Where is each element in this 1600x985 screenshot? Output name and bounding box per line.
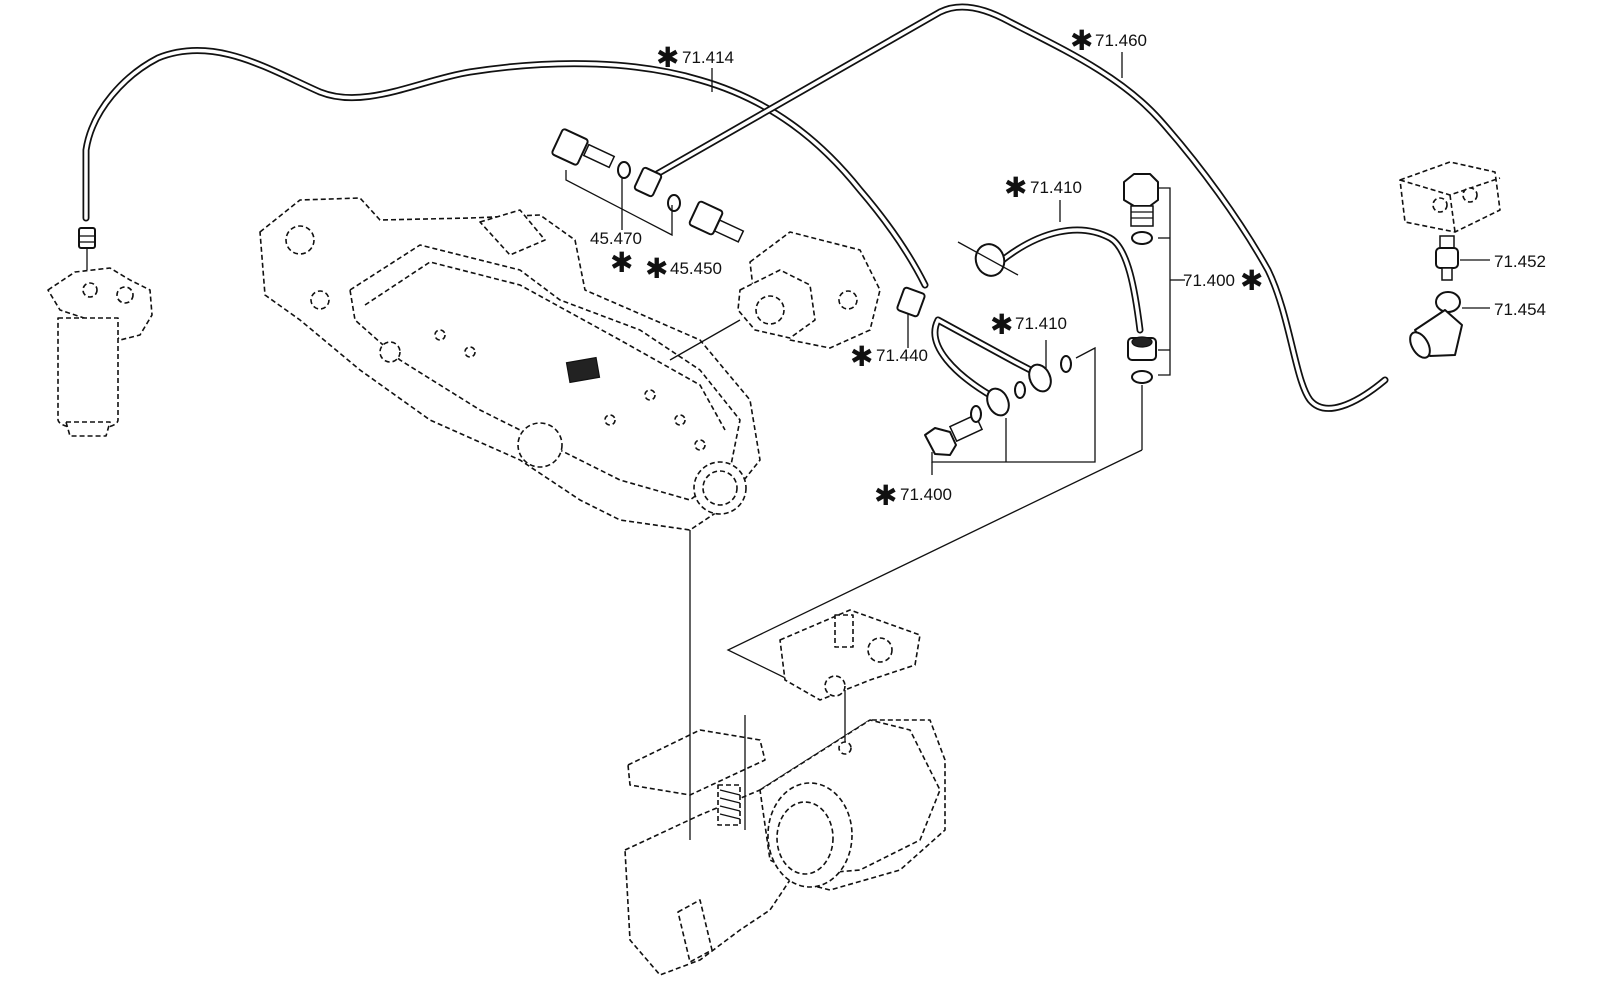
label-71-400-bottom: ✱ 71.400 [874,479,952,512]
star-icon: ✱ [874,479,897,512]
valve-block [669,231,881,361]
left-valve-assembly [47,227,153,437]
label-71-454: 71.454 [1494,300,1546,319]
label-71-440: ✱ 71.440 [850,340,928,373]
label-71-460: ✱ 71.460 [1070,24,1147,78]
fitting-45-group [551,128,745,243]
bracket-part [779,609,921,701]
pipe-71-460 [646,3,1389,412]
svg-text:71.410: 71.410 [1015,314,1067,333]
star-icon: ✱ [1004,171,1027,204]
label-71-400-right: 71.400 ✱ [1183,264,1263,297]
fitting-71-440 [896,286,926,348]
svg-text:71.410: 71.410 [1030,178,1082,197]
star-icon: ✱ [645,252,668,285]
label-45-470: 45.470 [590,229,642,248]
label-71-410-lower: ✱ 71.410 [990,308,1067,341]
star-icon: ✱ [610,246,633,279]
spring-icon [719,789,741,820]
connector-71-452 [1435,235,1490,281]
svg-text:71.454: 71.454 [1494,300,1546,319]
nut-71-410 [957,241,1019,277]
svg-text:71.460: 71.460 [1095,31,1147,50]
label-45-450: ✱ ✱ 45.450 [610,246,722,285]
banjo-bolt-lower [924,340,1096,475]
banjo-bolt-right [726,173,1185,691]
svg-text:45.470: 45.470 [590,229,642,248]
label-71-414: ✱ 71.414 [656,41,734,92]
star-icon: ✱ [1240,264,1263,297]
star-icon: ✱ [850,340,873,373]
star-icon: ✱ [1070,24,1093,57]
star-icon: ✱ [990,308,1013,341]
svg-text:71.400: 71.400 [900,485,952,504]
right-valve-block [1399,161,1501,233]
svg-text:71.452: 71.452 [1494,252,1546,271]
svg-text:71.414: 71.414 [682,48,734,67]
elbow-71-454 [1409,291,1490,359]
main-housing [259,197,761,531]
star-icon: ✱ [656,41,679,74]
cylinder-assembly [624,530,946,976]
pipe-71-414 [82,47,929,289]
svg-text:45.450: 45.450 [670,259,722,278]
pipe-71-410-upper [996,226,1144,334]
label-71-452: 71.452 [1494,252,1546,271]
label-71-410-upper: ✱ 71.410 [1004,171,1082,222]
svg-text:71.400: 71.400 [1183,271,1235,290]
svg-text:71.440: 71.440 [876,346,928,365]
